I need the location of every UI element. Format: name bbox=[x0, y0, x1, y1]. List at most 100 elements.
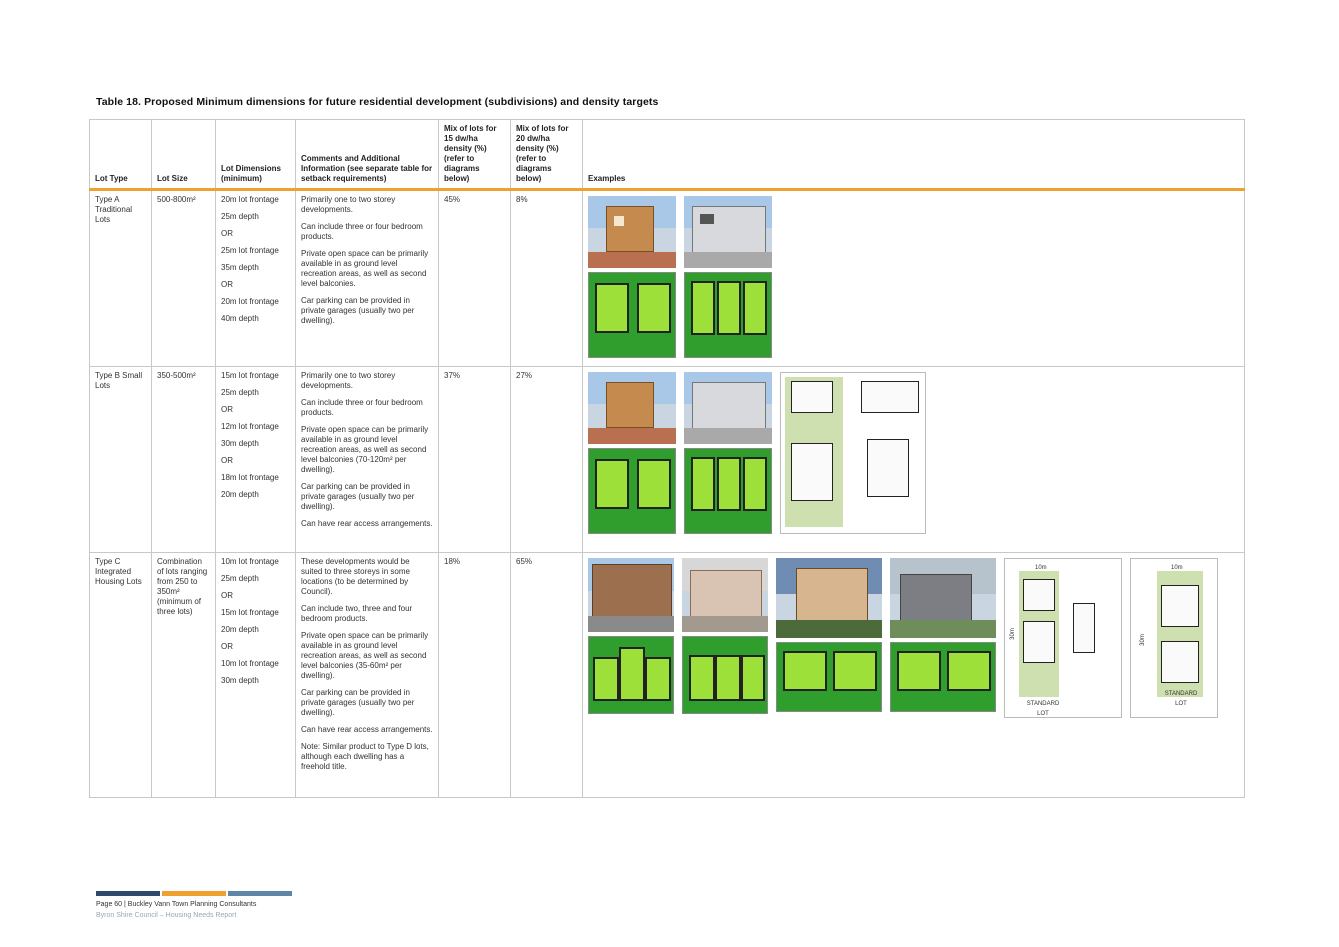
dimension-line: 30m depth bbox=[221, 439, 259, 448]
floor-plan-diagram: 10m 30m STANDARD LOT bbox=[1130, 558, 1218, 718]
dimension-line: 30m depth bbox=[221, 676, 259, 685]
lot-layout-diagram bbox=[588, 272, 676, 358]
mix-20-cell: 8% bbox=[510, 189, 583, 367]
plan-width-label: 10m bbox=[1035, 565, 1047, 571]
plan-depth-label: 30m bbox=[1139, 634, 1146, 646]
examples-cell bbox=[582, 366, 1245, 553]
dimension-line: 20m depth bbox=[221, 625, 259, 634]
footer-color-bars bbox=[96, 891, 292, 896]
lot-dimensions-cell: 15m lot frontage 25m depth OR 12m lot fr… bbox=[215, 366, 296, 553]
dimension-line: 12m lot frontage bbox=[221, 422, 279, 431]
comments-cell: Primarily one to two storey developments… bbox=[295, 366, 439, 553]
dimension-line: 20m lot frontage bbox=[221, 297, 279, 306]
dimension-line: 18m lot frontage bbox=[221, 473, 279, 482]
dimension-line: 15m lot frontage bbox=[221, 608, 279, 617]
examples-cell: 10m 30m STANDARD LOT 10m 30m bbox=[582, 552, 1245, 798]
header-mix-20: Mix of lots for 20 dw/ha density (%) (re… bbox=[510, 119, 583, 191]
mix-15-cell: 18% bbox=[438, 552, 511, 798]
lot-layout-diagram bbox=[588, 448, 676, 534]
lot-dimensions-cell: 20m lot frontage 25m depth OR 25m lot fr… bbox=[215, 189, 296, 367]
lot-type-cell: Type B Small Lots bbox=[89, 366, 152, 553]
footer-page-info: Page 60 | Buckley Vann Town Planning Con… bbox=[96, 901, 257, 908]
dimension-line: 15m lot frontage bbox=[221, 371, 279, 380]
plan-depth-label: 30m bbox=[1009, 628, 1016, 640]
dimension-line: OR bbox=[221, 229, 233, 238]
header-examples: Examples bbox=[582, 119, 1245, 191]
lot-type-cell: Type C Integrated Housing Lots bbox=[89, 552, 152, 798]
lot-layout-diagram bbox=[890, 642, 996, 712]
comment-paragraph: Can include three or four bedroom produc… bbox=[301, 222, 423, 241]
dimension-line: 35m depth bbox=[221, 263, 259, 272]
plan-width-label: 10m bbox=[1171, 565, 1183, 571]
lot-layout-diagram bbox=[684, 448, 772, 534]
comment-paragraph: Primarily one to two storey developments… bbox=[301, 371, 396, 390]
comment-paragraph: Note: Similar product to Type D lots, al… bbox=[301, 742, 429, 771]
comments-cell: Primarily one to two storey developments… bbox=[295, 189, 439, 367]
dimension-line: OR bbox=[221, 405, 233, 414]
house-photo bbox=[890, 558, 996, 638]
lot-size-cell: 350-500m² bbox=[151, 366, 216, 553]
comment-paragraph: Primarily one to two storey developments… bbox=[301, 195, 396, 214]
footer-report-title: Byron Shire Council – Housing Needs Repo… bbox=[96, 912, 237, 919]
table-row: Type B Small Lots 350-500m² 15m lot fron… bbox=[89, 366, 1245, 553]
dimension-line: 25m depth bbox=[221, 574, 259, 583]
lot-layout-diagram bbox=[588, 636, 674, 714]
house-photo bbox=[588, 196, 676, 268]
mix-20-cell: 27% bbox=[510, 366, 583, 553]
table-caption: Table 18. Proposed Minimum dimensions fo… bbox=[96, 96, 659, 108]
comment-paragraph: Private open space can be primarily avai… bbox=[301, 425, 429, 474]
standard-lot-label: STANDARD LOT bbox=[1164, 691, 1198, 707]
comment-paragraph: Car parking can be provided in private g… bbox=[301, 296, 415, 325]
floor-plan-diagram: 10m 30m STANDARD LOT bbox=[1004, 558, 1122, 718]
comment-paragraph: Car parking can be provided in private g… bbox=[301, 482, 415, 511]
header-lot-dimensions: Lot Dimensions (minimum) bbox=[215, 119, 296, 191]
lot-size-cell: 500-800m² bbox=[151, 189, 216, 367]
lot-size-cell: Combination of lots ranging from 250 to … bbox=[151, 552, 216, 798]
house-photo bbox=[588, 558, 674, 632]
house-photo bbox=[684, 372, 772, 444]
comment-paragraph: Private open space can be primarily avai… bbox=[301, 249, 429, 288]
examples-cell bbox=[582, 189, 1245, 367]
comment-paragraph: Car parking can be provided in private g… bbox=[301, 688, 415, 717]
dimension-line: OR bbox=[221, 591, 233, 600]
dimension-line: 20m depth bbox=[221, 490, 259, 499]
footer-bar bbox=[96, 891, 160, 896]
lot-type-cell: Type A Traditional Lots bbox=[89, 189, 152, 367]
dimension-line: 25m lot frontage bbox=[221, 246, 279, 255]
footer-bar bbox=[228, 891, 292, 896]
lot-layout-diagram bbox=[682, 636, 768, 714]
dimension-line: OR bbox=[221, 456, 233, 465]
house-photo bbox=[776, 558, 882, 638]
dimension-line: 10m lot frontage bbox=[221, 557, 279, 566]
dimension-line: 25m depth bbox=[221, 212, 259, 221]
house-photo bbox=[682, 558, 768, 632]
density-table: Lot Type Lot Size Lot Dimensions (minimu… bbox=[89, 119, 1245, 798]
footer-bar bbox=[162, 891, 226, 896]
dimension-line: 10m lot frontage bbox=[221, 659, 279, 668]
house-photo bbox=[588, 372, 676, 444]
comment-paragraph: Can have rear access arrangements. bbox=[301, 519, 433, 528]
dimension-line: 20m lot frontage bbox=[221, 195, 279, 204]
floor-plan-diagram bbox=[780, 372, 926, 534]
mix-15-cell: 45% bbox=[438, 189, 511, 367]
header-lot-type: Lot Type bbox=[89, 119, 152, 191]
lot-layout-diagram bbox=[776, 642, 882, 712]
dimension-line: OR bbox=[221, 280, 233, 289]
comment-paragraph: Can have rear access arrangements. bbox=[301, 725, 433, 734]
table-row: Type C Integrated Housing Lots Combinati… bbox=[89, 552, 1245, 798]
dimension-line: 40m depth bbox=[221, 314, 259, 323]
dimension-line: OR bbox=[221, 642, 233, 651]
header-mix-15: Mix of lots for 15 dw/ha density (%) (re… bbox=[438, 119, 511, 191]
standard-lot-label: STANDARD LOT bbox=[1026, 701, 1060, 717]
house-photo bbox=[684, 196, 772, 268]
comment-paragraph: Private open space can be primarily avai… bbox=[301, 631, 429, 680]
comment-paragraph: Can include three or four bedroom produc… bbox=[301, 398, 423, 417]
lot-layout-diagram bbox=[684, 272, 772, 358]
comment-paragraph: Can include two, three and four bedroom … bbox=[301, 604, 413, 623]
header-lot-size: Lot Size bbox=[151, 119, 216, 191]
lot-dimensions-cell: 10m lot frontage 25m depth OR 15m lot fr… bbox=[215, 552, 296, 798]
comments-cell: These developments would be suited to th… bbox=[295, 552, 439, 798]
table-row: Type A Traditional Lots 500-800m² 20m lo… bbox=[89, 189, 1245, 367]
comment-paragraph: These developments would be suited to th… bbox=[301, 557, 410, 596]
mix-15-cell: 37% bbox=[438, 366, 511, 553]
